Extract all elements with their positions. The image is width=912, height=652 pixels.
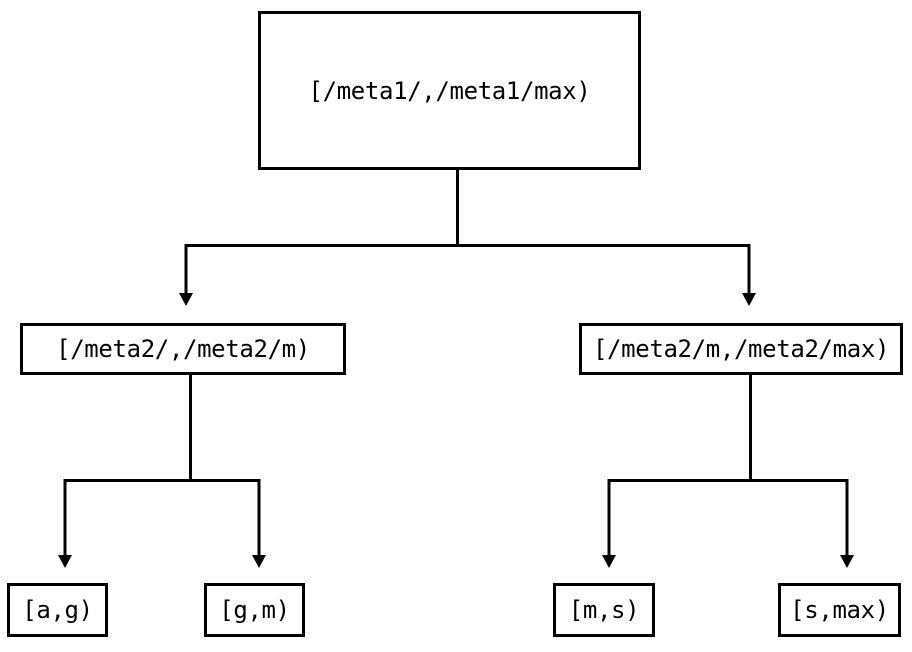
arrowhead-to-leaf-gm [252, 555, 266, 568]
tree-node-leaf-g-m[interactable]: [g,m) [204, 583, 305, 637]
arrowhead-to-leaf-smax [840, 555, 854, 568]
arrowhead-to-l2-left [179, 293, 193, 306]
tree-node-leaf-m-s[interactable]: [m,s) [553, 583, 655, 637]
tree-node-meta2-upper[interactable]: [/meta2/m,/meta2/max) [579, 323, 903, 375]
tree-node-leaf-g-m-label: [g,m) [219, 596, 290, 624]
tree-node-leaf-s-max-label: [s,max) [790, 596, 889, 624]
tree-node-meta2-lower-label: [/meta2/,/meta2/m) [56, 335, 310, 363]
tree-node-leaf-a-g-label: [a,g) [22, 596, 93, 624]
edge-root-to-level2 [179, 170, 756, 306]
tree-node-leaf-a-g[interactable]: [a,g) [7, 583, 108, 637]
tree-node-root[interactable]: [/meta1/,/meta1/max) [258, 11, 641, 170]
tree-node-leaf-s-max[interactable]: [s,max) [778, 583, 901, 637]
arrowhead-to-leaf-ms [602, 555, 616, 568]
tree-node-leaf-m-s-label: [m,s) [568, 596, 640, 624]
tree-node-root-label: [/meta1/,/meta1/max) [308, 76, 591, 105]
edge-l2left-to-leaves [58, 375, 266, 568]
arrowhead-to-leaf-ag [58, 555, 72, 568]
arrowhead-to-l2-right [742, 293, 756, 306]
tree-node-meta2-upper-label: [/meta2/m,/meta2/max) [592, 335, 890, 363]
edge-l2right-to-leaves [602, 375, 854, 568]
tree-node-meta2-lower[interactable]: [/meta2/,/meta2/m) [20, 323, 346, 375]
